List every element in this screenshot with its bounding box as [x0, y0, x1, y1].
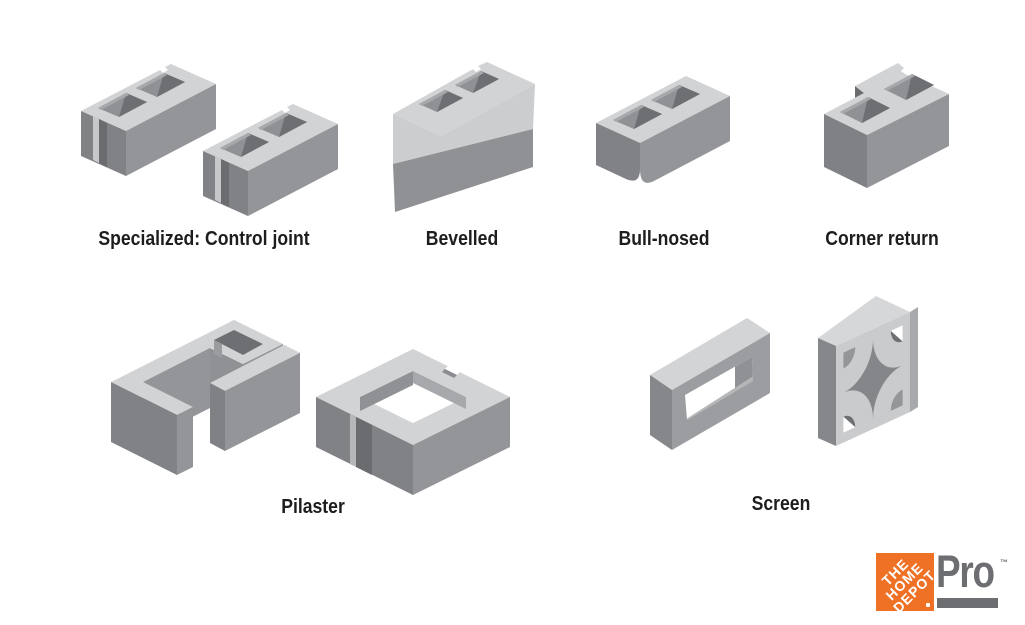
control-joint-block-2	[203, 104, 338, 216]
label-control-joint: Specialized: Control joint	[98, 228, 310, 250]
control-joint-block-1	[81, 64, 216, 176]
screen-star-pattern	[836, 311, 911, 446]
pilaster-block-1-illustration	[111, 320, 300, 475]
label-bull-nosed: Bull-nosed	[618, 228, 710, 250]
registered-mark-dot	[926, 603, 930, 607]
home-depot-logo: THE HOME DEPOT	[876, 553, 938, 615]
bevelled-block-illustration	[393, 62, 535, 212]
corner-return-block-illustration	[824, 63, 949, 188]
control-joint-blocks-illustration	[81, 64, 338, 216]
label-pilaster: Pilaster	[281, 496, 345, 518]
label-corner-return: Corner return	[825, 228, 939, 250]
pro-wordmark: Pro	[936, 546, 995, 597]
bull-nosed-block-illustration	[596, 76, 730, 183]
trademark-symbol: ™	[1000, 558, 1008, 567]
pilaster-block-2-illustration	[316, 349, 510, 495]
label-bevelled: Bevelled	[425, 228, 499, 250]
screen-block-1-illustration	[650, 318, 770, 450]
label-screen: Screen	[751, 493, 811, 515]
pro-underline-bar	[937, 598, 998, 608]
screen-block-2-illustration	[818, 296, 918, 446]
